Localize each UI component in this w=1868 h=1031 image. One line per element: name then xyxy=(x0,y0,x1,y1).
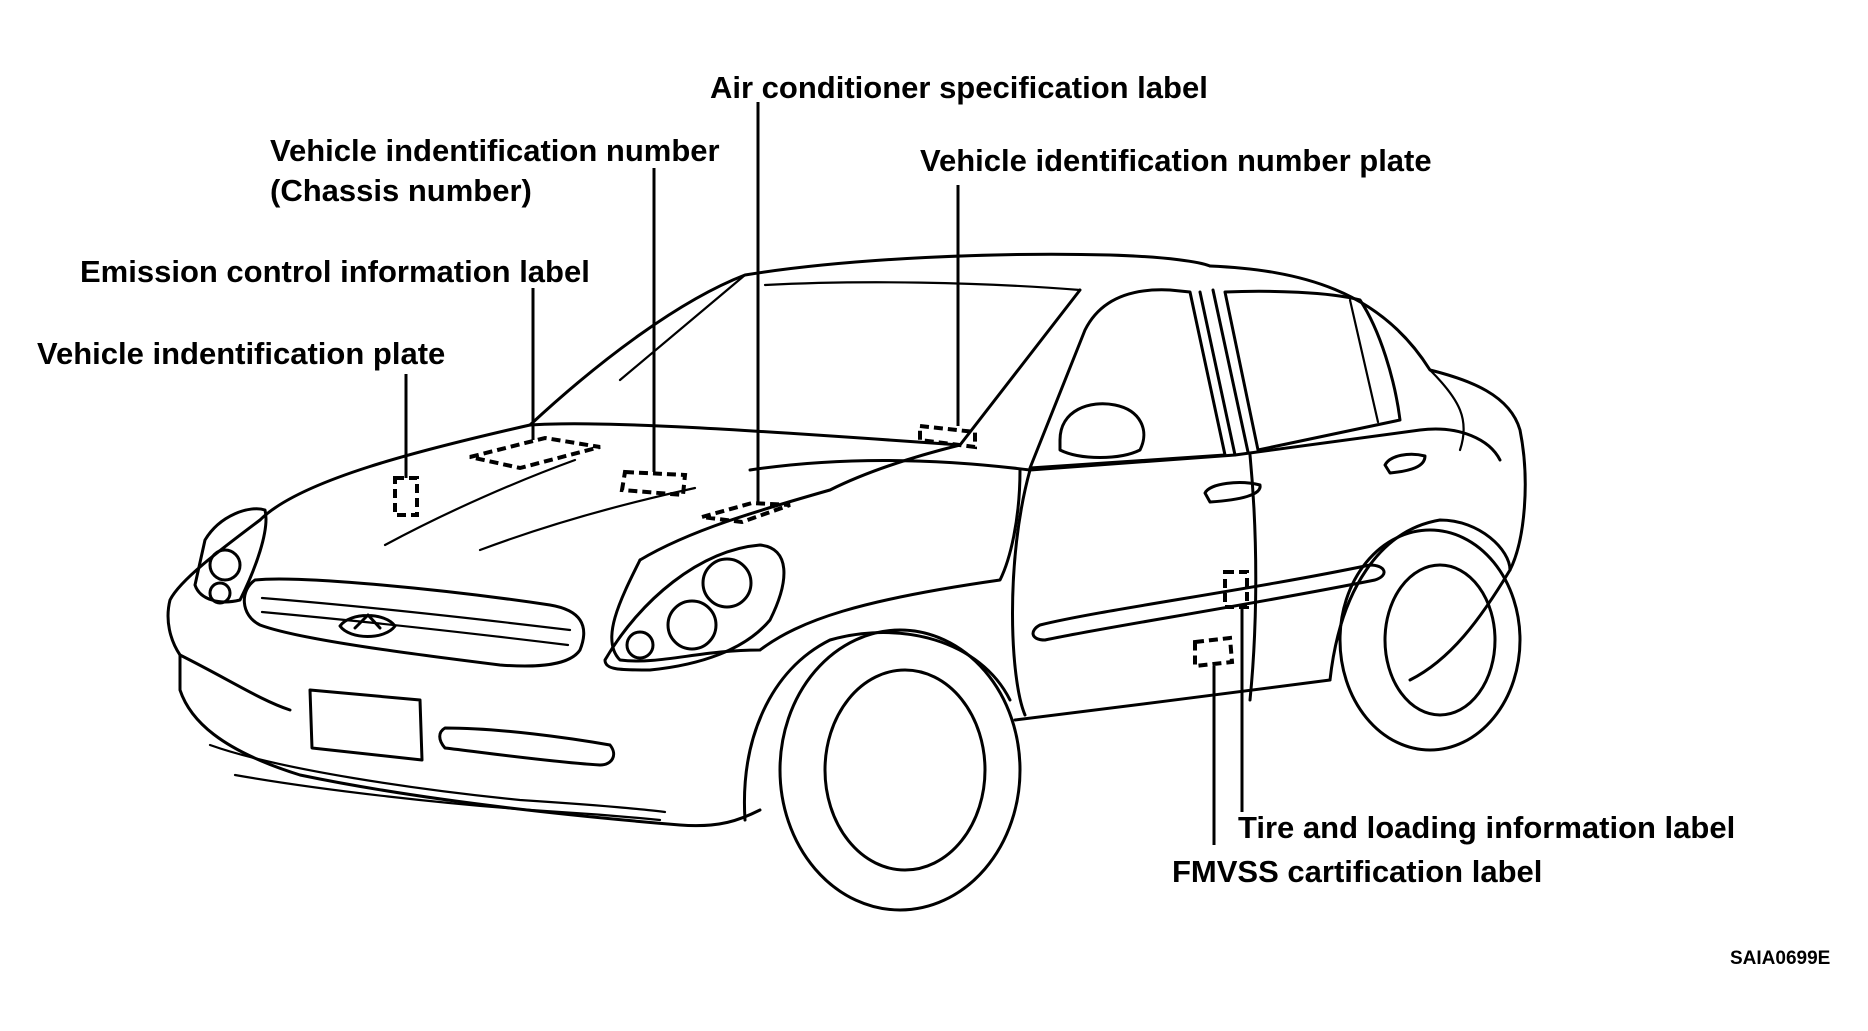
brand-emblem xyxy=(338,613,397,638)
bumper-lower-1 xyxy=(208,743,667,814)
rear-rim xyxy=(1383,563,1497,717)
front-window xyxy=(1028,288,1227,470)
vin-chassis-label-line1: Vehicle indentification number xyxy=(270,133,720,168)
b-pillar xyxy=(1198,290,1237,457)
callout-labels: Air conditioner specification label Vehi… xyxy=(37,70,1830,969)
vehicle-id-plate-marker xyxy=(393,476,419,517)
front-rim xyxy=(823,668,987,872)
bumper-upper xyxy=(178,653,292,712)
front-fascia xyxy=(166,518,762,828)
bumper-lower-2 xyxy=(233,773,662,822)
rear-tire xyxy=(1338,528,1522,752)
figure-code: SAIA0699E xyxy=(1730,948,1830,969)
fmvss-label: FMVSS cartification label xyxy=(1172,854,1542,889)
leader-lines xyxy=(404,102,1244,845)
grille-bar-1 xyxy=(260,596,572,632)
vehicle-id-plate-label: Vehicle indentification plate xyxy=(37,336,445,371)
emission-label-marker xyxy=(469,435,601,471)
tire-loading-label: Tire and loading information label xyxy=(1238,810,1735,845)
center-door-seam xyxy=(1248,453,1258,702)
vin-plate-marker xyxy=(918,423,977,450)
license-plate xyxy=(308,688,424,762)
front-fender xyxy=(610,468,1022,663)
right-headlight-lamp-1 xyxy=(701,557,753,609)
side-mirror xyxy=(1058,402,1146,459)
hood-crease-2 xyxy=(478,486,697,552)
car-roof xyxy=(528,252,1212,427)
side-molding xyxy=(1031,563,1386,642)
rear-wheel-arch xyxy=(1328,518,1512,682)
car-illustration xyxy=(166,252,1527,912)
vin-chassis-label-line2: (Chassis number) xyxy=(270,173,532,208)
label-location-markers xyxy=(393,423,1249,669)
right-headlight xyxy=(603,543,786,672)
air-conditioner-label: Air conditioner specification label xyxy=(710,70,1208,105)
windshield-side xyxy=(958,288,1082,447)
vin-chassis-marker xyxy=(619,469,688,498)
rear-door-handle xyxy=(1383,452,1427,475)
emission-label: Emission control information label xyxy=(80,254,590,289)
lower-body xyxy=(1013,678,1332,722)
front-tire xyxy=(778,628,1022,912)
left-headlight-lamp-2 xyxy=(208,581,232,605)
rear-body xyxy=(1208,264,1527,682)
hood-crease-1 xyxy=(383,458,577,547)
right-headlight-lamp-2 xyxy=(666,599,718,651)
windshield-left xyxy=(618,273,747,382)
air-conditioner-marker xyxy=(701,500,791,525)
hood-outline xyxy=(258,422,962,562)
front-door-handle xyxy=(1203,481,1262,504)
fog-lamp-right xyxy=(438,726,616,767)
front-wheel-arch xyxy=(742,631,1012,822)
rear-window-inner xyxy=(1348,298,1380,424)
grille-bar-2 xyxy=(260,610,570,647)
grille xyxy=(242,577,586,668)
b-pillar-inner xyxy=(1211,288,1250,454)
right-headlight-lamp-3 xyxy=(625,630,655,660)
vin-plate-label: Vehicle identification number plate xyxy=(920,143,1432,178)
fmvss-marker xyxy=(1193,635,1235,669)
left-headlight xyxy=(193,507,268,604)
windshield-top xyxy=(763,281,1082,292)
front-door-seam xyxy=(1011,468,1032,717)
beltline xyxy=(748,427,1502,472)
rear-window xyxy=(1223,289,1402,452)
left-headlight-lamp-1 xyxy=(208,548,242,582)
trunk-line xyxy=(1428,368,1465,452)
